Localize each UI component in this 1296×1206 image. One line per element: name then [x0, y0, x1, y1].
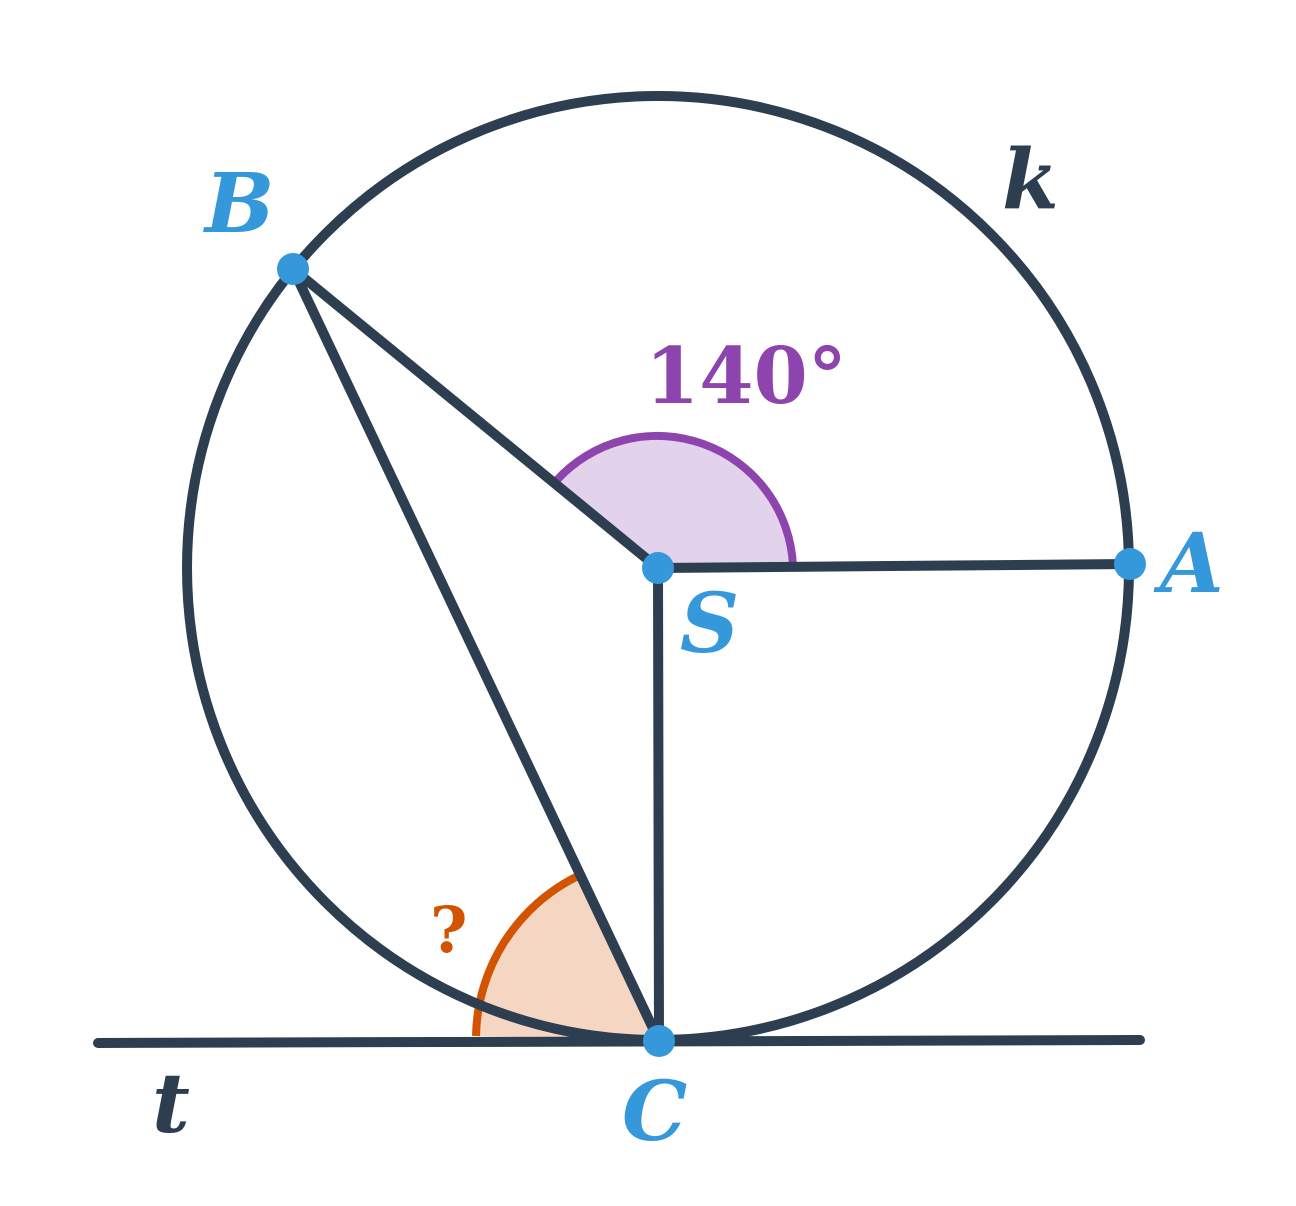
label-A: A — [1153, 516, 1224, 612]
unknown-angle-arc — [472, 872, 580, 1037]
segment-SC — [653, 563, 664, 1046]
central-angle-sector — [556, 435, 793, 568]
segment-SA — [653, 559, 1135, 573]
label-unknown-angle: ? — [430, 893, 468, 968]
point-A — [1114, 548, 1146, 580]
chord-BC — [288, 264, 664, 1046]
label-C: C — [622, 1064, 687, 1160]
unknown-angle-sector — [476, 876, 658, 1041]
label-k: k — [1002, 132, 1059, 228]
tangent-line-t — [93, 1035, 1145, 1048]
label-B: B — [203, 156, 274, 252]
segment-SB — [288, 264, 663, 573]
label-angle-140: 140° — [645, 331, 847, 422]
point-C — [643, 1025, 675, 1057]
point-S — [642, 552, 674, 584]
label-t: t — [152, 1056, 190, 1152]
central-angle-arc — [553, 431, 797, 567]
point-B — [277, 253, 309, 285]
label-S: S — [680, 576, 739, 672]
